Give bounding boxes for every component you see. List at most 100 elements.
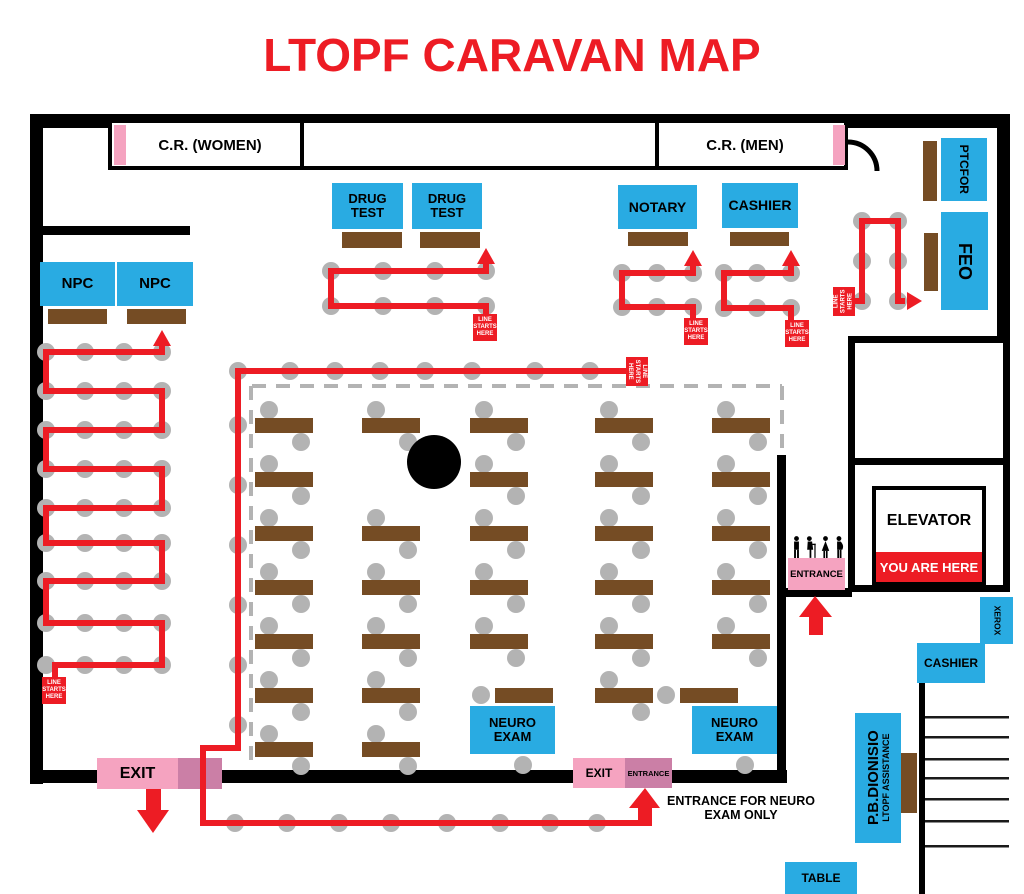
pb-dionisio-labels: P.B.DIONISIO LTOPF ASSISTANCE: [864, 731, 890, 826]
queue-dot: [229, 476, 247, 494]
chair: [717, 509, 735, 527]
queue-dot: [748, 264, 766, 282]
neuro-entrance-note-line1: ENTRANCE FOR NEURO: [667, 794, 815, 808]
cashier-table: [730, 232, 789, 246]
queue-dot: [374, 297, 392, 315]
chair: [260, 401, 278, 419]
desk: [362, 580, 420, 595]
line-starts-here-exam: LINE STARTS HERE: [626, 357, 648, 386]
station-npc-right: NPC: [117, 262, 193, 306]
queue-dot: [371, 362, 389, 380]
chair: [717, 563, 735, 581]
queue-dot: [115, 421, 133, 439]
desk: [255, 688, 313, 703]
station-ptcfor: PTCFOR: [941, 138, 987, 201]
chair: [399, 595, 417, 613]
chair: [367, 563, 385, 581]
desk: [255, 742, 313, 757]
line-starts-here-feo: LINE STARTS HERE: [833, 287, 855, 316]
chair: [717, 455, 735, 473]
queue-dot: [281, 362, 299, 380]
chair: [514, 756, 532, 774]
cr-divider-2: [655, 119, 659, 170]
chair: [260, 563, 278, 581]
queue-dot: [426, 262, 444, 280]
desk: [470, 580, 528, 595]
chair: [657, 686, 675, 704]
cr-women-door: [114, 125, 126, 165]
chair: [475, 563, 493, 581]
queue-dot: [76, 534, 94, 552]
chair: [600, 401, 618, 419]
queue-dot: [153, 460, 171, 478]
chair: [600, 509, 618, 527]
queue-dot: [588, 814, 606, 832]
desk: [470, 472, 528, 487]
chair: [367, 617, 385, 635]
queue-dot: [37, 460, 55, 478]
chair: [749, 595, 767, 613]
chair: [399, 541, 417, 559]
queue-dot: [581, 362, 599, 380]
entrance-right: ENTRANCE: [788, 558, 845, 590]
chair: [472, 686, 490, 704]
desk: [595, 634, 653, 649]
elevator-box: ELEVATOR YOU ARE HERE: [872, 486, 986, 586]
line-starts-here-notary: LINE STARTS HERE: [684, 318, 708, 345]
chair: [600, 671, 618, 689]
desk: [495, 688, 553, 703]
queue-dot: [613, 298, 631, 316]
chair: [292, 487, 310, 505]
desk: [712, 418, 770, 433]
queue-dot: [491, 814, 509, 832]
feo-label: FEO: [954, 242, 975, 280]
chair: [399, 703, 417, 721]
queue-dot: [37, 534, 55, 552]
desk: [680, 688, 738, 703]
queue-dot: [76, 614, 94, 632]
queue-dot: [115, 614, 133, 632]
station-table: TABLE: [785, 862, 857, 894]
queue-dot: [76, 382, 94, 400]
desk: [595, 418, 653, 433]
feo-table: [924, 233, 938, 291]
queue-dot: [278, 814, 296, 832]
ptcfor-label: PTCFOR: [957, 144, 972, 195]
wall-stub-top-left: [30, 226, 190, 235]
senior-with-cane-icon: [806, 536, 816, 558]
chair: [475, 509, 493, 527]
desk: [362, 742, 420, 757]
queue-dot: [463, 362, 481, 380]
chair: [260, 455, 278, 473]
desk: [712, 580, 770, 595]
queue-dot: [37, 499, 55, 517]
chair: [399, 433, 417, 451]
queue-dot: [889, 252, 907, 270]
queue-dot: [229, 362, 247, 380]
queue-dot: [153, 421, 171, 439]
queue-dot: [153, 382, 171, 400]
queue-dot: [153, 614, 171, 632]
queue-dot: [426, 297, 444, 315]
ptcfor-table: [923, 141, 937, 201]
chair: [367, 671, 385, 689]
desk: [362, 688, 420, 703]
chair: [292, 649, 310, 667]
queue-dot: [115, 534, 133, 552]
elevator-label: ELEVATOR: [886, 512, 972, 529]
cr-divider-1: [300, 119, 304, 170]
queue-dot: [477, 262, 495, 280]
queue-dot: [326, 362, 344, 380]
queue-dot: [76, 572, 94, 590]
cr-women-label: C.R. (WOMEN): [158, 136, 262, 154]
station-cashier: CASHIER: [722, 183, 798, 228]
desk: [255, 634, 313, 649]
cr-strip: [108, 119, 848, 170]
person-icon: [794, 536, 799, 558]
queue-dot: [37, 343, 55, 361]
queue-dot: [374, 262, 392, 280]
desk: [712, 526, 770, 541]
chair: [260, 725, 278, 743]
chair: [600, 563, 618, 581]
station-neuro-exam-right: NEURO EXAM: [692, 706, 777, 754]
